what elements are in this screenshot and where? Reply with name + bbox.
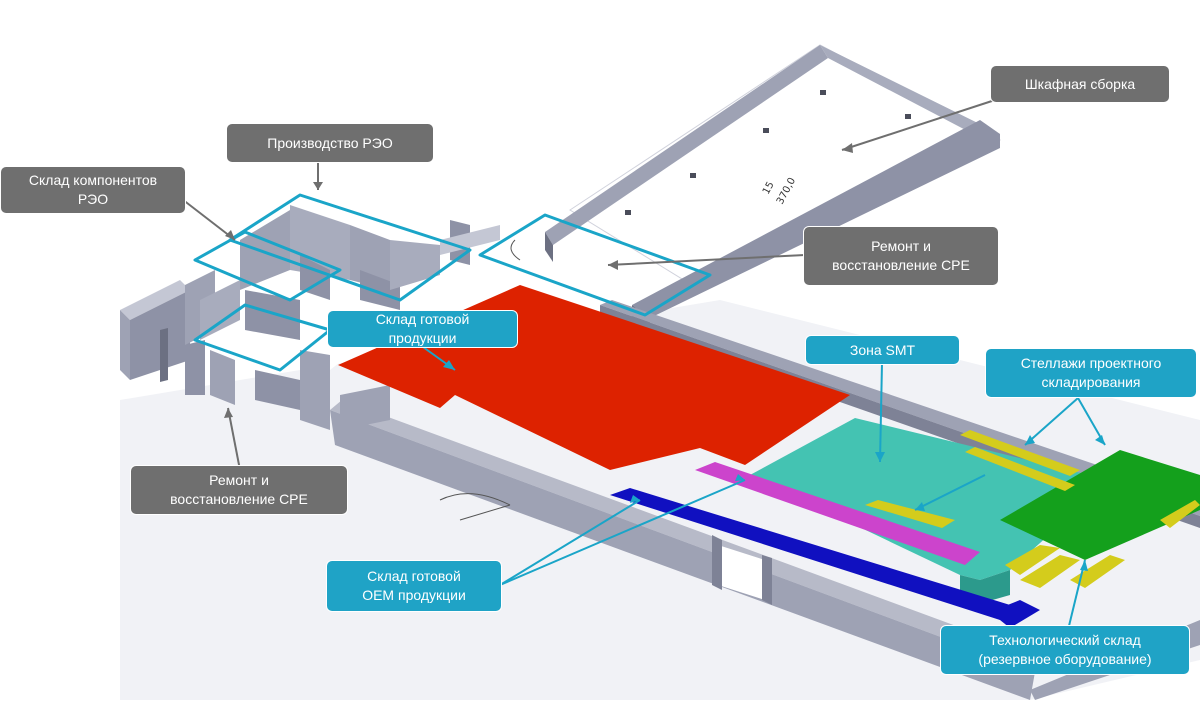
- door-arcs: [439, 239, 521, 521]
- cabinet-assembly-hall: [545, 44, 1002, 330]
- oem-goods-area: [610, 488, 1020, 620]
- label-cabinet-assembly: Шкафная сборка: [990, 65, 1170, 103]
- leader-tech-storage: [1067, 559, 1086, 631]
- leader-racks-3: [914, 474, 986, 511]
- leader-oem-2: [499, 479, 746, 586]
- leader-cpe-repair-bottom: [227, 407, 241, 471]
- label-oem-goods: Склад готовой OEM продукции: [326, 560, 502, 612]
- tech-storage-area: [1000, 450, 1200, 560]
- arrow-heads: [224, 143, 1105, 571]
- pink-strip: [695, 462, 980, 565]
- leader-reo-components: [177, 195, 236, 241]
- project-racks: [865, 430, 1200, 588]
- leader-smt-zone: [879, 362, 883, 463]
- leader-racks-1: [1024, 397, 1079, 446]
- leader-cpe-repair-top: [607, 254, 806, 266]
- label-reo-components: Склад компонентов РЭО: [0, 166, 186, 214]
- leader-cabinet-assembly: [841, 99, 996, 151]
- label-project-racks: Стеллажи проектного складирования: [985, 348, 1197, 398]
- label-smt-zone: Зона SMT: [805, 335, 960, 365]
- label-cpe-repair-bottom: Ремонт и восстановление CPE: [130, 465, 348, 515]
- left-room-block: [120, 205, 500, 430]
- floor-marking-line1: 15: [761, 180, 777, 196]
- leader-oem-1: [499, 499, 641, 586]
- smt-zone-area: [750, 418, 1110, 580]
- label-reo-production: Производство РЭО: [226, 123, 434, 163]
- label-finished-goods: Склад готовой продукции: [327, 310, 518, 348]
- label-tech-storage: Технологический склад (резервное оборудо…: [940, 625, 1190, 675]
- label-cpe-repair-top: Ремонт и восстановление CPE: [803, 226, 999, 286]
